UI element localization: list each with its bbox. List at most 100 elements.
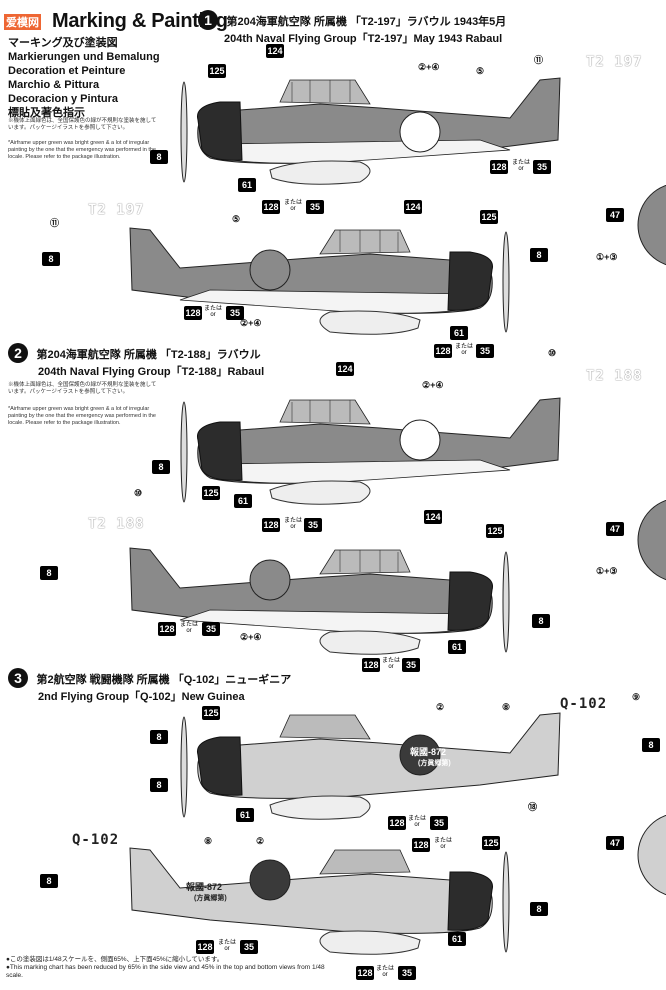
callout-128-b: 128 [262, 200, 280, 214]
callout-2p4-c: ②+④ [422, 380, 444, 390]
callout-128-j: 128 [196, 940, 214, 954]
wing-view-3 [637, 814, 666, 896]
callout-8: 8 [150, 150, 168, 164]
tail-code-1a: T2 197 [586, 54, 643, 70]
note-jp-2: ※機体上面緑色は、全国保護色の緑が不規則な塗装を施しています。パッケージイラスト… [8, 382, 157, 395]
callout-47-c: 47 [606, 836, 624, 850]
tail-code-2b: T2 188 [88, 516, 145, 532]
callout-125: 125 [208, 64, 226, 78]
footer-en: ●This marking chart has been reduced by … [6, 964, 325, 979]
callout-128-g: 128 [362, 658, 380, 672]
note-en-2: *Airframe upper green was bright green &… [8, 406, 156, 426]
lang-es: Decoracion y Pintura [8, 93, 119, 105]
callout-124-b: 124 [404, 200, 422, 214]
note-en: *Airframe upper green was bright green &… [8, 140, 156, 160]
section-2-header: 2 第204海軍航空隊 所属機 「T2-188」ラバウル 204th Naval… [8, 343, 264, 379]
callout-124-c: 124 [336, 362, 354, 376]
callout-128-h: 128 [388, 816, 406, 830]
callout-9: ⑨ [632, 692, 641, 702]
callout-8-e: 8 [40, 566, 58, 580]
callout-35: 35 [533, 160, 551, 174]
section-1-title-jp: 第204海軍航空隊 所属機 「T2-197」ラバウル 1943年5月 [226, 16, 507, 28]
callout-5-b: ⑤ [232, 214, 241, 224]
callout-61-e: 61 [236, 808, 254, 822]
callout-125-e: 125 [202, 706, 220, 720]
callout-35-j: 35 [398, 966, 416, 980]
callout-8-g: 8 [150, 730, 168, 744]
callout-1p3-b: ①+③ [596, 566, 618, 576]
section-1-header: 1 第204海軍航空隊 所属機 「T2-197」ラバウル 1943年5月 204… [198, 10, 506, 46]
callout-8-f: 8 [532, 614, 550, 628]
aircraft-3a [180, 712, 561, 820]
callout-8-d: 8 [152, 460, 170, 474]
callout-8-b: 8 [42, 252, 60, 266]
callout-8-k: 8 [530, 902, 548, 916]
callout-8-j: 8 [40, 874, 58, 888]
callout-35-h: 35 [430, 816, 448, 830]
callout-61: 61 [238, 178, 256, 192]
callout-2-b: ② [256, 836, 265, 846]
callout-8-i: 8 [150, 778, 168, 792]
callout-2: ② [436, 702, 445, 712]
callout-47-b: 47 [606, 522, 624, 536]
note-jp: ※機体上面緑色は、全国保護色の緑が不規則な塗装を施しています。パッケージイラスト… [8, 118, 157, 131]
fuselage-sub-3a: (方眞郷第) [418, 760, 451, 767]
callout-11: ⑪ [534, 55, 544, 65]
callout-128-e: 128 [262, 518, 280, 532]
callout-1p3: ①+③ [596, 252, 618, 262]
section-3-number: 3 [8, 668, 28, 688]
tail-code-2a: T2 188 [586, 368, 643, 384]
lang-it: Marchio & Pittura [8, 79, 100, 91]
callout-35-e: 35 [304, 518, 322, 532]
section-1-number: 1 [198, 10, 218, 30]
section-3-title-en: 2nd Flying Group「Q-102」New Guinea [38, 691, 245, 703]
callout-5: ⑤ [476, 66, 485, 76]
callout-124: 124 [266, 44, 284, 58]
callout-61-c: 61 [234, 494, 252, 508]
lang-fr: Decoration et Peinture [8, 65, 126, 77]
section-3-header: 3 第2航空隊 戦闘機隊 所属機 「Q-102」ニューギニア 2nd Flyin… [8, 668, 291, 704]
wing-view-2 [637, 499, 666, 581]
callout-61-d: 61 [448, 640, 466, 654]
callout-35-i: 35 [240, 940, 258, 954]
callout-47: 47 [606, 208, 624, 222]
callout-35-c: 35 [226, 306, 244, 320]
callout-35-d: 35 [476, 344, 494, 358]
callout-35-g: 35 [402, 658, 420, 672]
aircraft-2a [180, 397, 561, 505]
callout-125-f: 125 [482, 836, 500, 850]
tail-code-3a: Q-102 [560, 696, 608, 712]
callout-11-b: ⑪ [50, 218, 60, 228]
callout-128: 128 [490, 160, 508, 174]
callout-61-b: 61 [450, 326, 468, 340]
callout-10-b: ⑩ [134, 488, 143, 498]
callout-128-f: 128 [158, 622, 176, 636]
wing-view-1 [637, 184, 666, 266]
footer-jp: ●この塗装図は1/48スケールを、側面65%、上下面45%に縮小しています。 [6, 956, 224, 963]
callout-128-i: 128 [412, 838, 430, 852]
callout-125-b: 125 [480, 210, 498, 224]
callout-8-h: 8 [642, 738, 660, 752]
lang-de: Markierungen und Bemalung [8, 51, 160, 63]
callout-125-d: 125 [486, 524, 504, 538]
aircraft-2b [130, 548, 509, 654]
callout-2p4-b: ②+④ [240, 318, 262, 328]
section-3-title-jp: 第2航空隊 戦闘機隊 所属機 「Q-102」ニューギニア [36, 674, 292, 686]
callout-128-k: 128 [356, 966, 374, 980]
callout-8c-b: ⑧ [204, 836, 213, 846]
footer-notes: ●この塗装図は1/48スケールを、側面65%、上下面45%に縮小しています。 ●… [6, 956, 326, 980]
aircraft-1a [180, 77, 561, 185]
aircraft-1b [130, 228, 509, 334]
fuselage-text-3a: 報國-872 [410, 747, 447, 757]
callout-10: ⑩ [548, 348, 557, 358]
site-logo: 爱模网 [4, 14, 41, 30]
language-list: マーキング及び塗装図 Markierungen und Bemalung Dec… [8, 36, 160, 120]
